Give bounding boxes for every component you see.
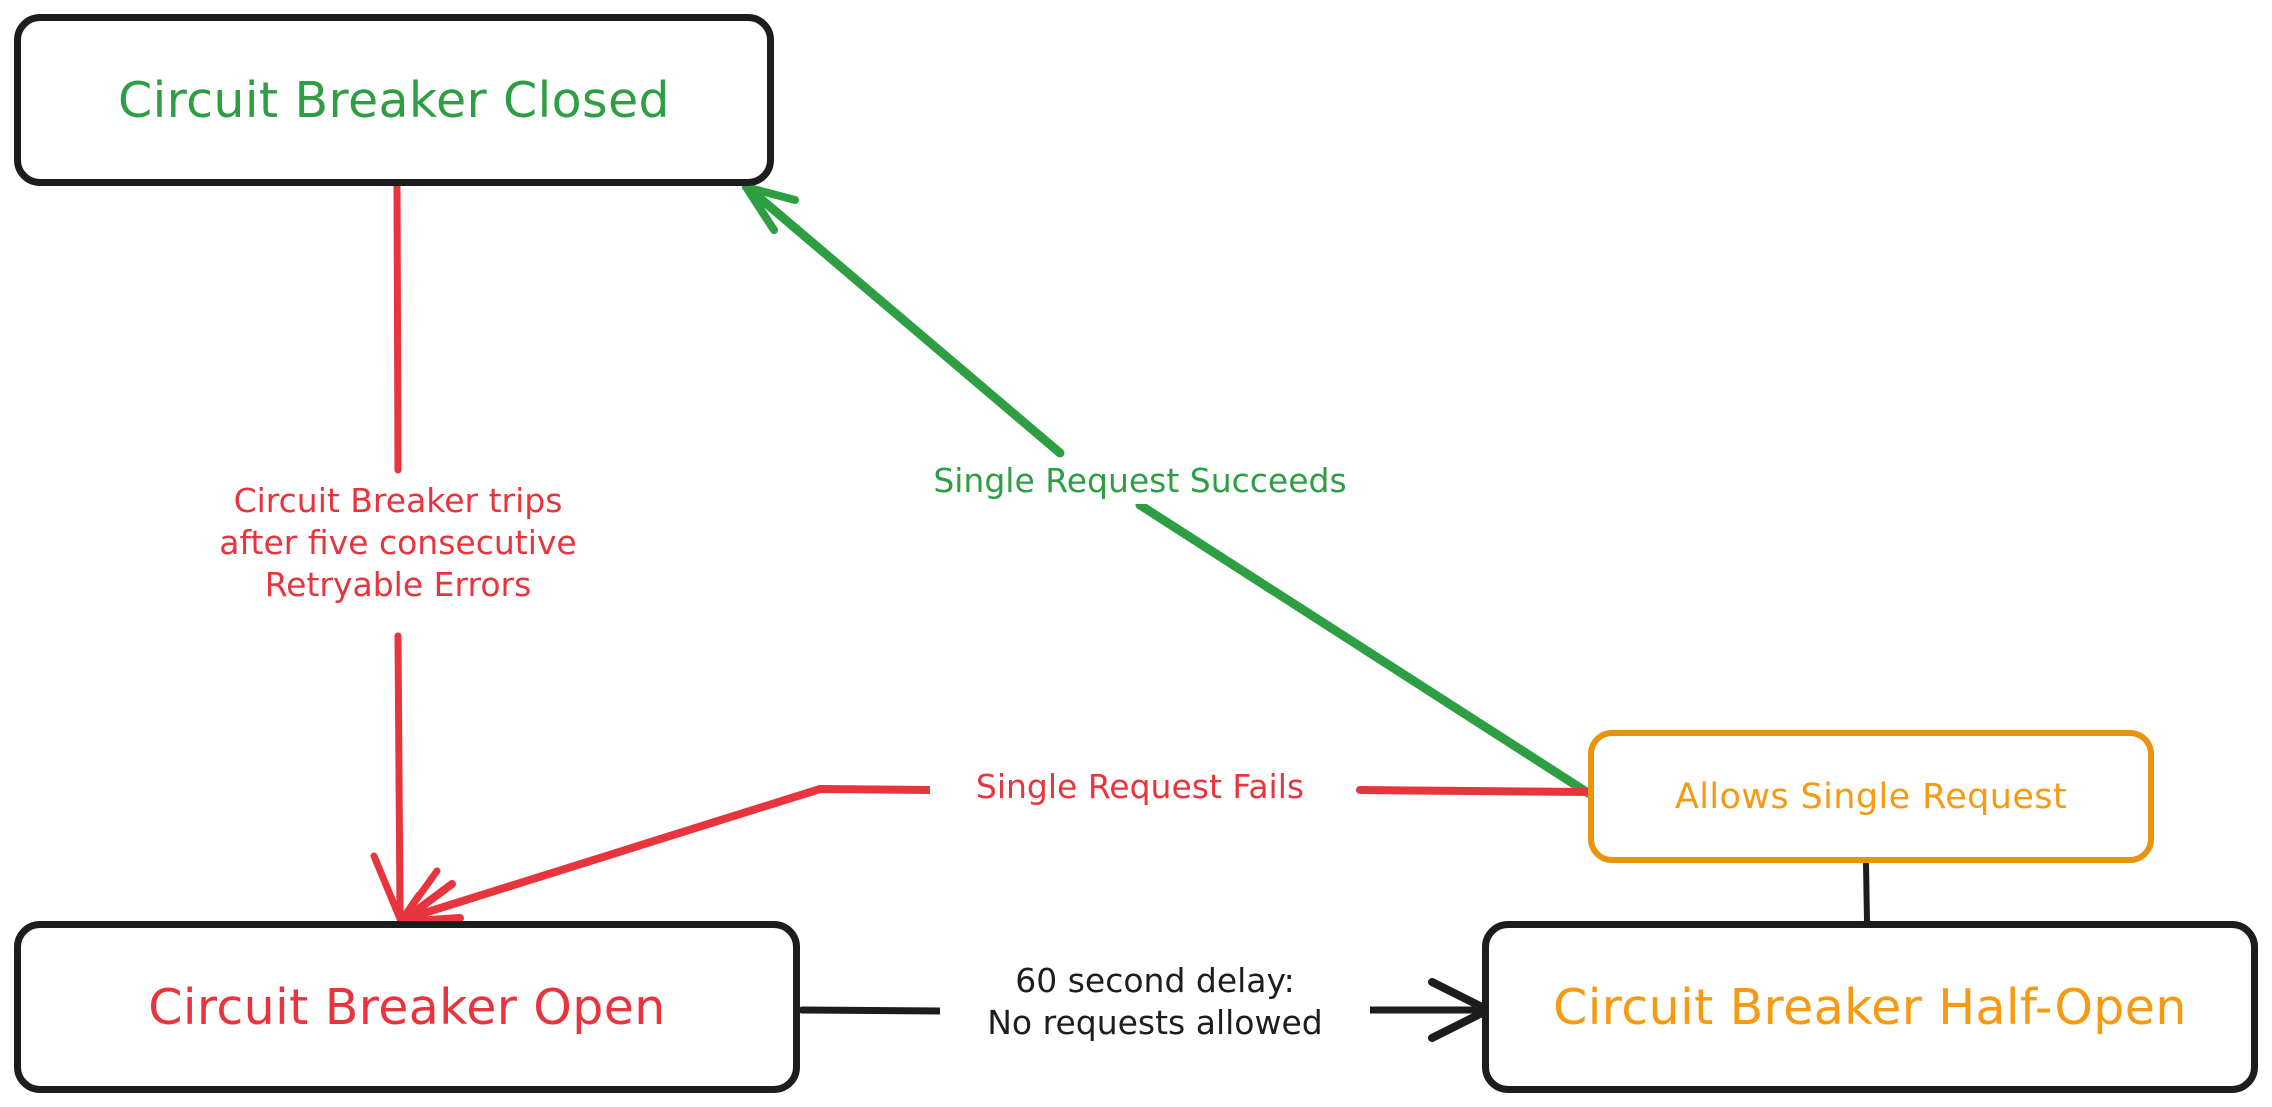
state-node-circuit-breaker-half-open[interactable]: Circuit Breaker Half-Open xyxy=(1482,921,2258,1093)
state-node-allows-single-request-label: Allows Single Request xyxy=(1674,776,2068,817)
edge-allows-to-open xyxy=(397,785,1592,926)
edge-closed-to-open-arrowhead-left xyxy=(370,852,405,925)
edge-allows-to-closed xyxy=(742,183,1593,798)
edge-closed-to-open-line-upper xyxy=(393,178,402,474)
state-node-circuit-breaker-open[interactable]: Circuit Breaker Open xyxy=(14,921,800,1093)
edge-closed-to-open xyxy=(370,178,441,925)
edge-allows-to-half-open-line xyxy=(1863,861,1870,924)
edge-allows-to-closed-arrowhead-upper xyxy=(742,183,799,204)
edge-allows-to-closed-line-lower xyxy=(1135,500,1593,798)
state-node-allows-single-request[interactable]: Allows Single Request xyxy=(1588,730,2154,863)
edge-allows-to-closed-arrowhead-lower xyxy=(742,183,778,234)
edge-label-single-request-succeeds: Single Request Succeeds xyxy=(880,458,1400,505)
edge-label-sixty-second-delay: 60 second delay: No requests allowed xyxy=(940,958,1370,1047)
edge-allows-to-open-arrowhead-upper xyxy=(397,880,456,926)
edge-open-to-half-open-arrowhead-lower xyxy=(1428,1006,1492,1042)
edge-allows-to-half-open xyxy=(1863,861,1870,924)
edge-label-single-request-fails: Single Request Fails xyxy=(930,764,1350,811)
state-node-open-label: Circuit Breaker Open xyxy=(148,978,666,1036)
state-node-circuit-breaker-closed[interactable]: Circuit Breaker Closed xyxy=(14,14,774,186)
state-node-closed-label: Circuit Breaker Closed xyxy=(117,71,671,129)
edge-allows-to-closed-line-upper xyxy=(743,183,1065,458)
edge-closed-to-open-line-lower xyxy=(394,632,404,916)
edge-open-to-half-open-arrowhead-upper xyxy=(1428,978,1492,1014)
edge-allows-to-open-seg-right xyxy=(1356,786,1592,796)
edge-allows-to-open-seg-left xyxy=(398,785,934,924)
edge-open-to-half-open-seg-left xyxy=(798,1006,944,1015)
edge-open-to-half-open xyxy=(798,978,1492,1042)
edge-label-circuit-breaker-trips: Circuit Breaker trips after five consecu… xyxy=(178,478,618,609)
state-node-half-open-label: Circuit Breaker Half-Open xyxy=(1553,978,2187,1036)
